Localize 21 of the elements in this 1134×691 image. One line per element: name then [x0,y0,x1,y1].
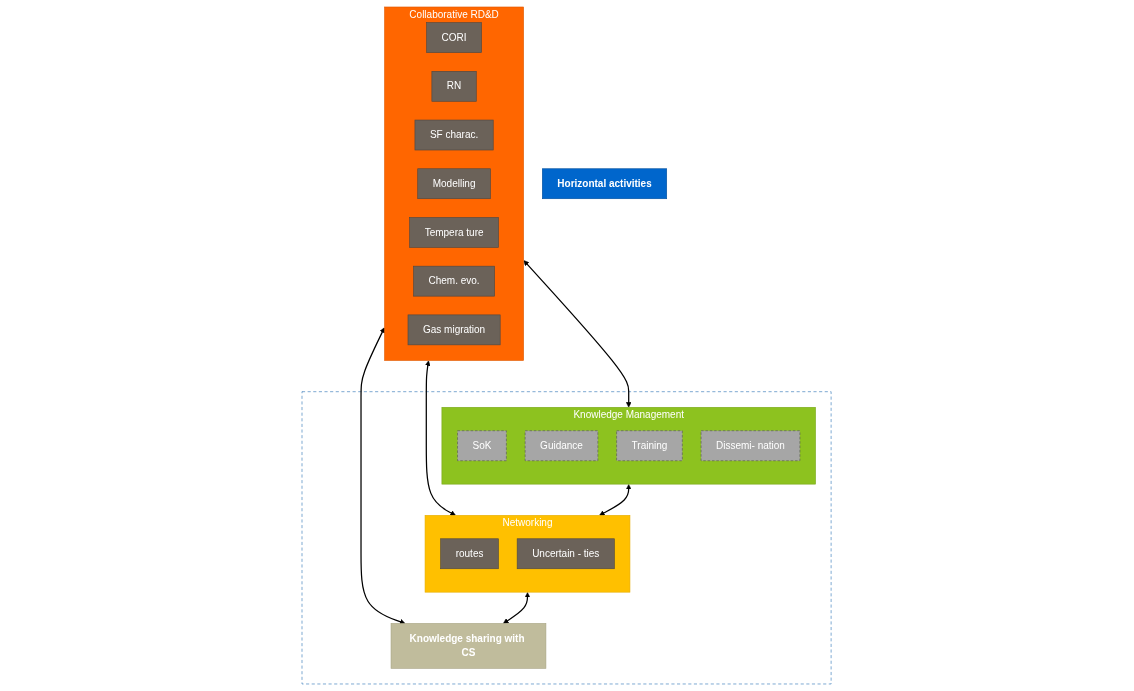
node-box: Gas migration [408,314,501,346]
node-box: Knowledge sharing with CS [391,623,547,669]
node-box: Dissemi- nation [701,430,801,462]
node-box: Guidance [525,430,599,462]
cluster [302,391,832,685]
node-box: routes [440,538,500,570]
node-box: Chem. evo. [413,265,496,297]
node-box: RN [432,71,478,102]
arrow [503,592,531,624]
node-box: SoK [457,430,508,462]
arrow [425,360,457,516]
node-box: Uncertain - ties [517,538,616,570]
arrow [523,260,632,408]
node-box: Modelling [417,168,492,200]
node-box: CORI [426,22,483,53]
node-box: SF charac. [415,119,494,151]
node-box: Training [616,430,684,462]
arrow [599,484,632,516]
arrow [360,327,406,625]
node-box: Tempera ture [409,217,500,248]
node-box: Horizontal activities [542,168,668,200]
